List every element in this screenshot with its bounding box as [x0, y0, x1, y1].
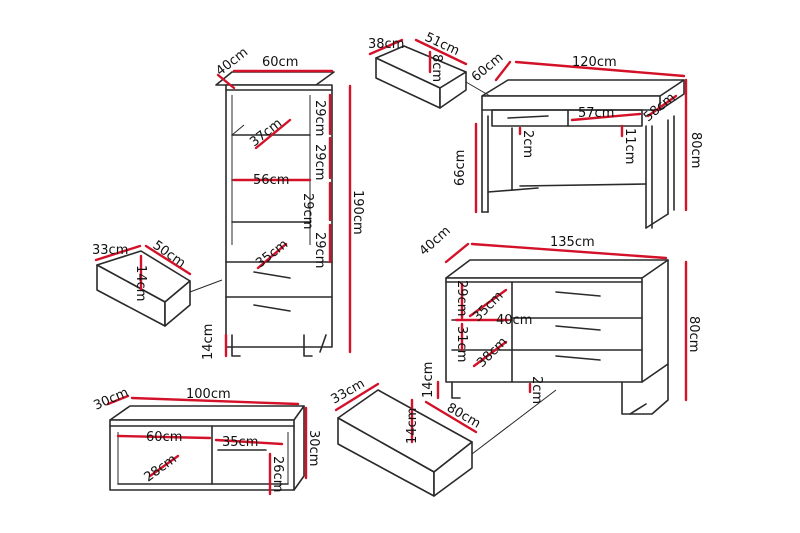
- bench-left-width-label: 60cm: [146, 430, 182, 445]
- dresser-drawer-height-label: 14cm: [405, 408, 420, 444]
- shelf-gap-2-label: 29cm: [312, 144, 327, 180]
- shelf-drawer-height-label: 14cm: [133, 265, 148, 301]
- bench: 30cm 100cm 30cm 60cm 35cm 28cm 26cm: [92, 385, 321, 496]
- shelf-drawer: 33cm 50cm 14cm: [92, 238, 223, 327]
- dresser-depth-label: 40cm: [417, 223, 454, 258]
- dresser-gap-label: 2cm: [529, 376, 544, 404]
- dresser-width-label: 135cm: [550, 235, 595, 250]
- bench-width-label: 100cm: [186, 387, 231, 402]
- desk-drawer-width-label: 57cm: [578, 106, 614, 121]
- dresser-shelf-gap-1-label: 29cm: [454, 280, 469, 316]
- bench-right-width-label: 35cm: [222, 435, 258, 450]
- dresser-drawer-width-label: 80cm: [444, 400, 483, 431]
- desk-gap-label: 2cm: [520, 130, 535, 158]
- desk-leg-height-label: 66cm: [453, 150, 468, 186]
- dresser-inner-width-label: 40cm: [496, 313, 532, 328]
- shelf-leg-label: 14cm: [201, 324, 216, 360]
- desk-height-label: 80cm: [688, 132, 703, 168]
- dresser: 40cm 135cm 80cm 29cm 31cm 40cm 35cm 38cm…: [417, 223, 701, 415]
- bench-inner-height-label: 26cm: [270, 456, 285, 492]
- shelf-gap-1-label: 29cm: [312, 100, 327, 136]
- desk-width-label: 120cm: [572, 55, 617, 70]
- tall-shelf: 40cm 60cm 37cm 56cm 35cm 29cm 29cm 29cm …: [201, 45, 365, 360]
- shelf-width-inner-label: 56cm: [253, 173, 289, 188]
- desk-drawer-depth-label: 38cm: [368, 37, 404, 52]
- dresser-shelf-gap-2-label: 31cm: [454, 326, 469, 362]
- desk-top: [481, 79, 685, 97]
- shelf-top-face: [215, 71, 335, 86]
- shelf-gap-3-label: 29cm: [300, 193, 315, 229]
- dresser-drawer: 33cm 80cm 14cm: [329, 376, 557, 497]
- shelf-width-label: 60cm: [262, 55, 298, 70]
- desk-depth-label: 60cm: [469, 50, 506, 85]
- shelf-gap-4-label: 29cm: [312, 232, 327, 268]
- shelf-height-label: 190cm: [350, 190, 365, 235]
- desk-drawer-height-label: 8cm: [429, 54, 444, 82]
- desk: 60cm 120cm 80cm 57cm 58cm 11cm 66cm 2cm: [453, 50, 703, 229]
- dresser-height-label: 80cm: [686, 316, 701, 352]
- desk-drawer-height-label: 11cm: [622, 128, 637, 164]
- dresser-leg-label: 14cm: [421, 362, 436, 398]
- shelf-drawer-depth-label: 33cm: [92, 243, 128, 258]
- desk-drawer: 38cm 51cm 8cm: [368, 30, 491, 109]
- bench-height-label: 30cm: [306, 430, 321, 466]
